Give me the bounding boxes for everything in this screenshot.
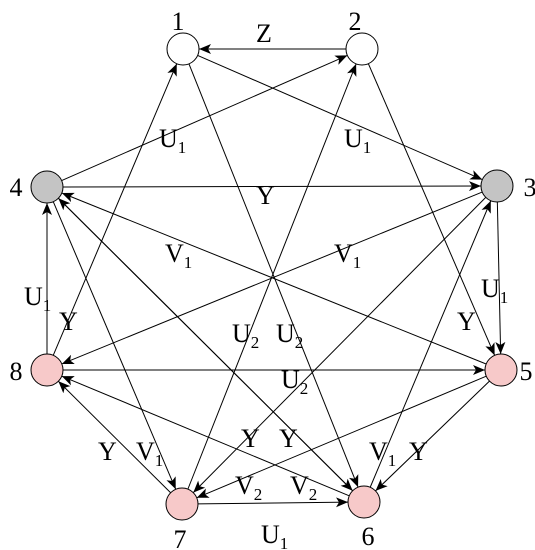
edge-label-text: V	[334, 239, 353, 268]
edge-label-text: Y	[98, 437, 117, 466]
node-label-3: 3	[524, 173, 535, 202]
node-7	[165, 487, 199, 521]
edge-label-text: V	[235, 471, 254, 500]
edge-label-text: V	[165, 239, 184, 268]
node-1	[166, 32, 200, 66]
edge-label-subscript: 2	[254, 485, 263, 504]
edge-1-to-6	[188, 63, 359, 488]
node-labels-layer: 1 2 3 4 5 6 7 8	[10, 7, 535, 550]
node-label-2: 2	[349, 7, 362, 36]
edge-5-to-4	[61, 192, 487, 365]
edge-label-text: Y	[241, 424, 260, 453]
edge-7-to-2	[187, 63, 357, 490]
edge-4-to-6	[57, 197, 354, 492]
edge-label-8-to-1: Y	[59, 307, 78, 336]
node-label-6: 6	[362, 522, 375, 550]
edge-label-subscript: 2	[309, 485, 318, 504]
edge-label-7-to-6: U1	[261, 520, 288, 550]
node-label-7: 7	[174, 525, 187, 550]
edge-label-6-to-8: V2	[290, 471, 317, 504]
edge-label-text: Y	[256, 181, 275, 210]
edge-label-text: U	[481, 274, 500, 303]
node-5	[484, 353, 518, 387]
edge-4-to-7	[52, 201, 177, 490]
edge-label-subscript: 1	[155, 451, 164, 470]
edge-label-3-to-5: U1	[481, 274, 508, 307]
edge-label-text: U	[232, 319, 251, 348]
edge-7-to-8	[58, 380, 171, 494]
node-label-8: 8	[10, 357, 23, 386]
node-label-5: 5	[520, 357, 533, 386]
edge-label-7-to-8: Y	[98, 437, 117, 466]
edge-label-text: Y	[279, 424, 298, 453]
edge-label-text: U	[344, 124, 363, 153]
edge-label-2-to-5: Y	[457, 307, 476, 336]
edge-label-8-to-5: U2	[281, 365, 308, 398]
edge-label-3-to-7: Y	[241, 424, 260, 453]
edge-4-to-2	[61, 54, 348, 182]
edge-label-text: Y	[59, 307, 78, 336]
node-2	[345, 32, 379, 66]
edge-label-subscript: 1	[353, 253, 362, 272]
edge-label-text: V	[369, 437, 388, 466]
edge-label-text: Y	[457, 307, 476, 336]
edge-label-3-to-8: V1	[334, 239, 361, 272]
node-8	[30, 353, 64, 387]
node-3	[480, 169, 514, 203]
edge-label-6-to-4: Y	[279, 424, 298, 453]
edge-label-text: Z	[256, 19, 272, 48]
edge-label-text: V	[136, 437, 155, 466]
edge-label-8-to-4: U1	[24, 282, 51, 315]
edge-8-to-1	[52, 63, 178, 356]
edge-label-text: U	[159, 124, 178, 153]
edge-label-7-to-2: U2	[232, 319, 259, 352]
edge-4-to-3	[62, 181, 482, 192]
edge-6-to-3	[369, 200, 492, 488]
edge-label-text: U	[281, 365, 300, 394]
node-4	[30, 170, 64, 204]
nodes-layer	[30, 32, 518, 521]
node-label-1: 1	[172, 7, 185, 36]
edge-3-to-7	[192, 197, 487, 493]
edge-label-subscript: 2	[295, 333, 304, 352]
edge-label-1-to-6: U2	[276, 319, 303, 352]
node-label-4: 4	[10, 173, 23, 202]
edge-2-to-5	[367, 63, 496, 356]
edge-7-to-6	[197, 497, 349, 508]
edge-label-subscript: 1	[388, 451, 397, 470]
edge-3-to-8	[61, 191, 483, 365]
edge-3-to-5	[495, 201, 506, 355]
edge-label-2-to-1: Z	[256, 19, 272, 48]
edge-label-subscript: 1	[184, 253, 193, 272]
edge-label-subscript: 1	[500, 288, 509, 307]
edge-label-text: Y	[409, 437, 428, 466]
edges-layer	[42, 44, 506, 508]
edge-5-to-6	[375, 380, 490, 492]
edge-label-subscript: 1	[178, 138, 187, 157]
edge-label-4-to-7: V1	[136, 437, 163, 470]
edge-1-to-3	[197, 54, 483, 181]
edge-label-6-to-3: V1	[369, 437, 396, 470]
edge-5-to-7	[196, 375, 487, 499]
edge-label-1-to-3: U1	[344, 124, 371, 157]
edge-label-5-to-4: V1	[165, 239, 192, 272]
edge-label-subscript: 1	[363, 138, 372, 157]
edge-label-subscript: 2	[251, 333, 260, 352]
edge-6-to-8	[61, 375, 350, 497]
edge-label-4-to-2: U1	[159, 124, 186, 157]
edge-label-text: U	[261, 520, 280, 549]
edge-label-text: V	[290, 471, 309, 500]
edge-label-subscript: 1	[280, 534, 289, 550]
node-6	[347, 485, 381, 519]
edge-label-subscript: 2	[300, 379, 309, 398]
edge-label-subscript: 1	[43, 296, 52, 315]
edge-label-5-to-6: Y	[409, 437, 428, 466]
edge-label-4-to-3: Y	[256, 181, 275, 210]
edge-label-text: U	[24, 282, 43, 311]
edge-label-text: U	[276, 319, 295, 348]
edge-label-5-to-7: V2	[235, 471, 262, 504]
